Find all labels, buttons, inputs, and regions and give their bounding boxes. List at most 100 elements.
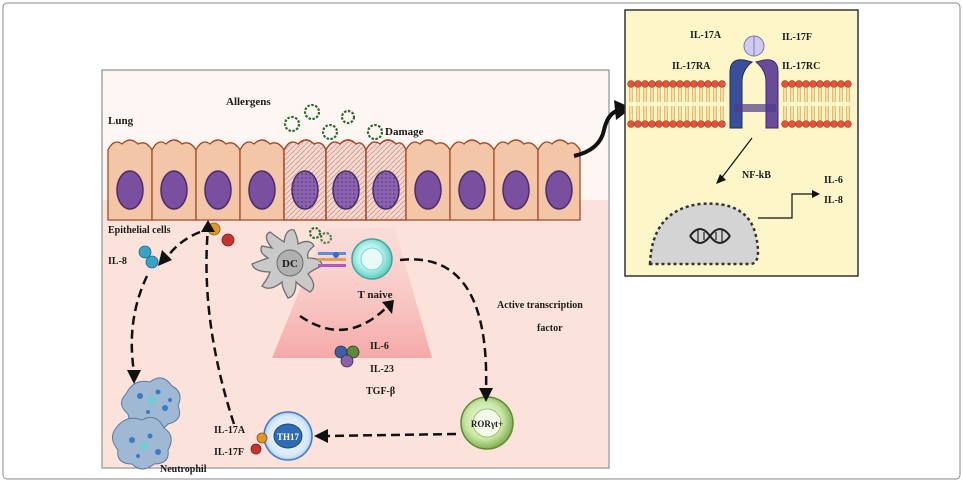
damaged-epithelial-cell [365, 139, 407, 221]
phospholipid-head [641, 120, 649, 128]
dc-label: DC [282, 258, 298, 270]
phospholipid-head [704, 80, 712, 88]
allergens-label: Allergens [226, 96, 271, 108]
il8-label: IL-8 [108, 256, 127, 267]
arrow-to-inset [573, 100, 632, 158]
epithelial-cells-label: Epithelial cells [108, 225, 171, 236]
allergen-icon [321, 123, 339, 141]
phospholipid-head [690, 80, 698, 88]
phospholipid-head [627, 120, 635, 128]
roryt-cell: RORγt+ [460, 396, 514, 450]
tgf-beta-label: TGF-β [366, 386, 395, 397]
phospholipid-head [669, 120, 677, 128]
phospholipid-head [641, 80, 649, 88]
phospholipid-head [690, 120, 698, 128]
allergen-icon [303, 103, 321, 121]
inset-panel: IL-17A IL-17F IL-17RA IL-17RC NF-kB IL-6… [624, 9, 859, 277]
epithelial-cell [195, 139, 241, 221]
phospholipid-head [704, 120, 712, 128]
phospholipid-head [655, 120, 663, 128]
epithelial-cell [239, 139, 285, 221]
phospholipid-head [781, 80, 789, 88]
phospholipid-head [830, 80, 838, 88]
active-transcription-label: Active transcription [497, 300, 583, 311]
il8-inset-label: IL-8 [824, 195, 843, 206]
lung-label: Lung [108, 115, 134, 127]
phospholipid-head [844, 120, 852, 128]
th17-label: TH17 [277, 432, 300, 442]
th17-cell: TH17 [263, 411, 313, 461]
phospholipid-head [830, 120, 838, 128]
phospholipid-head [718, 120, 726, 128]
phospholipid-head [711, 120, 719, 128]
t-naive-cell: T naive [351, 238, 393, 301]
phospholipid-head [823, 120, 831, 128]
damage-label: Damage [385, 126, 424, 138]
allergen-icon [366, 123, 384, 141]
il17a-ball [256, 432, 268, 444]
damaged-epithelial-cell [283, 139, 327, 221]
il17rc-label: IL-17RC [782, 61, 820, 72]
phospholipid-head [795, 120, 803, 128]
main-panel: DC T naive IL-6 IL-23 TGF-β RORγt+ [101, 69, 610, 475]
il6-inset-label: IL-6 [824, 175, 843, 186]
il6-label: IL-6 [370, 341, 389, 352]
arrow-heads [127, 220, 493, 443]
epithelial-cell [151, 139, 197, 221]
t-naive-label: T naive [358, 289, 393, 301]
phospholipid-head [816, 120, 824, 128]
phospholipid-head [697, 80, 705, 88]
phospholipid-head [837, 80, 845, 88]
phospholipid-head [718, 80, 726, 88]
phospholipid-head [648, 120, 656, 128]
phospholipid-head [788, 80, 796, 88]
il17f-ball [221, 233, 235, 247]
phospholipid-head [795, 80, 803, 88]
arrow-il17-to-epithelium [205, 227, 236, 425]
pathway-arrows [130, 227, 488, 438]
epithelial-cell [537, 139, 581, 221]
il17ra-label: IL-17RA [672, 61, 711, 72]
il23-label: IL-23 [370, 364, 394, 375]
expression-arrow [758, 193, 812, 219]
neutrophil-cluster [112, 377, 181, 470]
nucleus [648, 202, 760, 266]
phospholipid-head [802, 80, 810, 88]
phospholipid-head [634, 80, 642, 88]
phospholipid-head [676, 120, 684, 128]
phospholipid-head [662, 120, 670, 128]
phospholipid-head [669, 80, 677, 88]
il17-receptor-complex [729, 59, 779, 129]
epithelial-cell [405, 139, 451, 221]
epithelial-cell [107, 139, 153, 221]
cytokine-cluster [334, 345, 360, 368]
phospholipid-head [711, 80, 719, 88]
phospholipid-head [837, 120, 845, 128]
il17f-label: IL-17F [214, 447, 244, 458]
phospholipid-head [816, 80, 824, 88]
epithelial-cell [449, 139, 495, 221]
epithelial-cell [493, 139, 539, 221]
phospholipid-head [844, 80, 852, 88]
phospholipid-head [697, 120, 705, 128]
phospholipid-head [627, 80, 635, 88]
factor-label: factor [537, 323, 563, 334]
neutrophil-label: Neutrophil [160, 464, 207, 475]
phospholipid-head [662, 80, 670, 88]
phospholipid-head [809, 120, 817, 128]
allergen-icon [340, 109, 356, 125]
allergen-particles [283, 103, 384, 245]
arrow-il8-to-neutrophil [130, 275, 149, 373]
il17a-inset-label: IL-17A [690, 30, 722, 41]
arrow-roryt-to-th17 [325, 432, 457, 438]
il8-cluster [138, 245, 159, 269]
phospholipid-head [683, 120, 691, 128]
arrow-dc-to-tnaive [299, 305, 389, 332]
phospholipid-head [655, 80, 663, 88]
phospholipid-head [648, 80, 656, 88]
phospholipid-head [634, 120, 642, 128]
roryt-label: RORγt+ [471, 419, 503, 429]
allergen-icon [308, 226, 322, 240]
signal-arrow [719, 137, 753, 181]
